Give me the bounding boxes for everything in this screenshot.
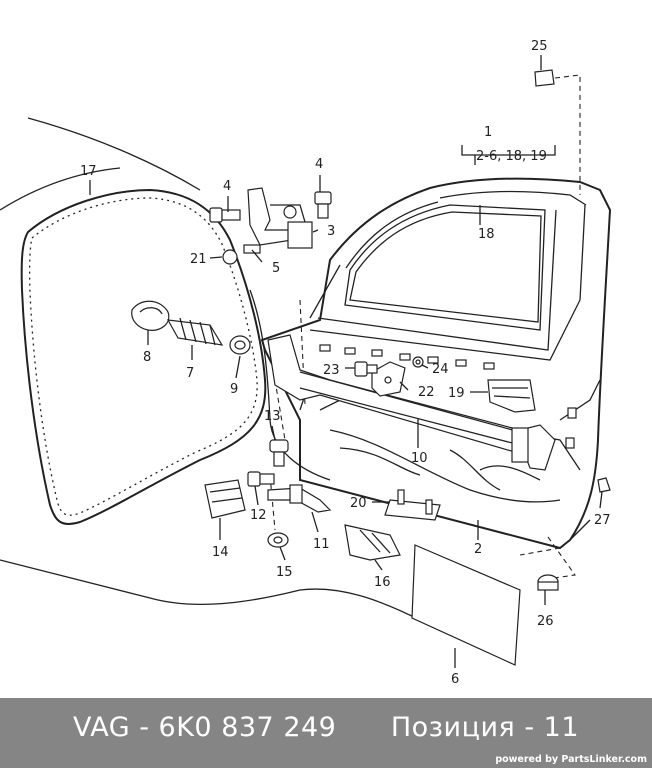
callout-24: 24 bbox=[432, 362, 449, 377]
part-number-caption: VAG - 6K0 837 249 Позиция - 11 bbox=[72, 712, 580, 743]
callout-22: 22 bbox=[418, 385, 435, 400]
callout-13: 13 bbox=[264, 409, 281, 424]
bolt-4-left bbox=[209, 207, 241, 223]
bracket-20 bbox=[384, 489, 441, 521]
nut-15 bbox=[267, 532, 289, 548]
callout-labels: 1 2-6, 18, 19 2 3 4 4 5 6 7 8 9 10 11 12… bbox=[80, 39, 611, 687]
door-frame bbox=[260, 177, 612, 550]
bracket-22 bbox=[371, 361, 406, 397]
callout-15: 15 bbox=[276, 565, 293, 580]
callout-2: 2 bbox=[474, 542, 482, 557]
boot-7 bbox=[166, 317, 224, 346]
callout-20: 20 bbox=[350, 496, 367, 511]
pin-5 bbox=[243, 244, 261, 254]
callout-17: 17 bbox=[80, 164, 97, 179]
hinge-3 bbox=[247, 187, 313, 249]
bolt-12 bbox=[247, 471, 275, 487]
callout-25: 25 bbox=[531, 39, 548, 54]
callout-23: 23 bbox=[323, 363, 340, 378]
door-seal-17 bbox=[20, 188, 267, 525]
panel-6 bbox=[411, 544, 521, 666]
clip-27 bbox=[597, 477, 611, 493]
callout-4-left: 4 bbox=[223, 179, 231, 194]
bumper-14 bbox=[204, 479, 246, 519]
trim-16 bbox=[344, 524, 401, 561]
bolt-13 bbox=[269, 439, 289, 467]
callout-12: 12 bbox=[250, 508, 267, 523]
bolt-23 bbox=[354, 361, 378, 377]
bolt-4-upper bbox=[314, 191, 332, 219]
cap-21 bbox=[222, 249, 238, 265]
callout-6: 6 bbox=[451, 672, 459, 687]
callout-1: 1 bbox=[484, 125, 492, 140]
body-shell-outline bbox=[0, 117, 421, 621]
powered-by-link[interactable]: powered by PartsLinker.com bbox=[495, 754, 647, 765]
window-regulator-10 bbox=[267, 334, 556, 471]
callout-26: 26 bbox=[537, 614, 554, 629]
footer-bar: VAG - 6K0 837 249 Позиция - 11 powered b… bbox=[0, 698, 652, 768]
callout-3: 3 bbox=[327, 224, 335, 239]
callout-leaders bbox=[89, 55, 603, 668]
callout-21: 21 bbox=[190, 252, 207, 267]
callout-11: 11 bbox=[313, 537, 330, 552]
bracket-19 bbox=[487, 379, 536, 413]
callout-18: 18 bbox=[478, 227, 495, 242]
callout-7: 7 bbox=[186, 366, 194, 381]
grommet-9 bbox=[229, 335, 251, 355]
callout-8: 8 bbox=[143, 350, 151, 365]
callout-27: 27 bbox=[594, 513, 611, 528]
exploded-door-diagram: 1 2-6, 18, 19 2 3 4 4 5 6 7 8 9 10 11 12… bbox=[0, 39, 612, 687]
nut-24 bbox=[412, 356, 424, 368]
callout-1-sub: 2-6, 18, 19 bbox=[476, 149, 547, 164]
callout-5: 5 bbox=[272, 261, 280, 276]
cap-25 bbox=[534, 69, 555, 87]
check-strap-11 bbox=[267, 484, 332, 513]
callout-10: 10 bbox=[411, 451, 428, 466]
callout-19: 19 bbox=[448, 386, 465, 401]
cap-26 bbox=[537, 574, 559, 591]
callout-14: 14 bbox=[212, 545, 229, 560]
handle-8 bbox=[131, 300, 170, 331]
callout-9: 9 bbox=[230, 382, 238, 397]
callout-16: 16 bbox=[374, 575, 391, 590]
callout-4-right: 4 bbox=[315, 157, 323, 172]
